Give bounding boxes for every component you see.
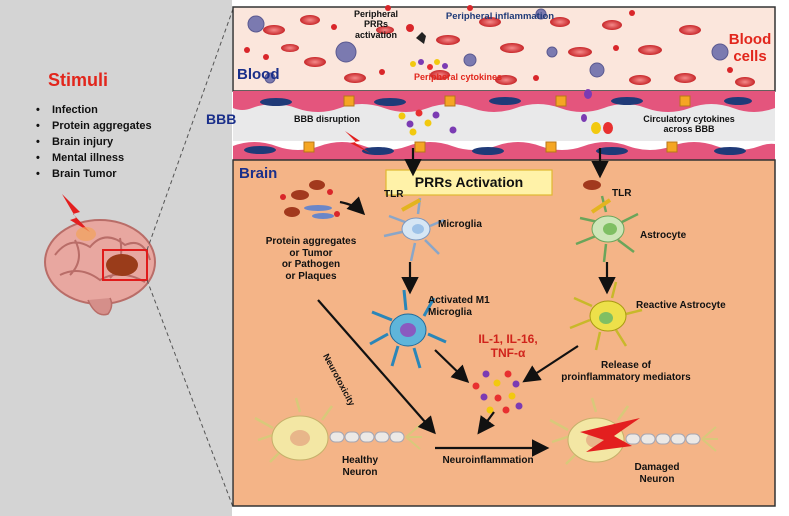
- blood-label: Blood: [237, 66, 280, 83]
- reactive-astrocyte-cell: [569, 281, 643, 351]
- peripheral-inflammation-label: Peripheral inflammation: [445, 11, 555, 22]
- endothelium-top: [233, 91, 775, 112]
- damaged-neuron-label: Damaged Neuron: [634, 462, 680, 485]
- blood-cells: [263, 15, 755, 87]
- peripheral-cytokines-label: Peripheral cytokines: [413, 72, 503, 82]
- bbb-disruption-label: BBB disruption: [294, 114, 360, 124]
- blood-cells-label: Blood cells: [728, 31, 772, 66]
- stimuli-item: Infection: [36, 104, 152, 120]
- bbb-disruption-icon: [345, 131, 370, 153]
- damaged-neuron: [549, 397, 718, 465]
- stimuli-title: Stimuli: [48, 70, 109, 90]
- tlr-left-label: TLR: [384, 189, 404, 200]
- neuroinflammation-label: Neuroinflammation: [442, 455, 534, 466]
- bbb-label: BBB: [206, 111, 237, 127]
- tight-junctions: [303, 95, 691, 153]
- astrocyte-cell: [575, 180, 639, 263]
- lightning-icon: [62, 194, 90, 232]
- stimuli-sources-label: Protein aggregates or Tumor or Pathogen …: [265, 236, 357, 282]
- healthy-neuron: [254, 397, 422, 463]
- brain-label: Brain: [239, 165, 278, 182]
- stimuli-item: Mental illness: [36, 152, 152, 168]
- astrocyte-label: Astrocyte: [640, 230, 687, 241]
- activated-microglia-cell: [369, 289, 447, 369]
- damage-lightning-icon: [580, 418, 640, 452]
- activated-m1-label: Activated M1 Microglia: [428, 295, 490, 318]
- stimuli-list: Infection Protein aggregates Brain injur…: [36, 104, 152, 184]
- stimuli-item: Brain injury: [36, 136, 152, 152]
- cytokine-list-label: IL-1, IL-16, TNF-α: [478, 332, 538, 360]
- stimuli-item: Protein aggregates: [36, 120, 152, 136]
- mediator-dots: [472, 370, 523, 414]
- bbb-cytokines: [398, 89, 613, 136]
- circulatory-cytokines-label: Circulatory cytokines across BBB: [643, 114, 735, 135]
- stimuli-sources: [280, 180, 340, 219]
- immune-cells: [247, 8, 729, 84]
- flow-arrows: [317, 148, 616, 457]
- reactive-astrocyte-label: Reactive Astrocyte: [636, 300, 726, 311]
- stimuli-item: Brain Tumor: [36, 168, 152, 184]
- brain-illustration: [44, 194, 156, 316]
- endothelium-bottom: [233, 142, 775, 160]
- release-mediators-label: Release of proinflammatory mediators: [561, 360, 691, 383]
- healthy-neuron-label: Healthy Neuron: [341, 455, 379, 478]
- microglia-cell: [383, 197, 445, 262]
- microglia-label: Microglia: [438, 219, 482, 230]
- tlr-right-label: TLR: [612, 188, 632, 199]
- cytokine-stars: [244, 5, 733, 81]
- pathogen-icon: [416, 32, 426, 44]
- peripheral-cytokines: [410, 59, 448, 70]
- peripheral-prrs-label: Peripheral PRRs activation: [353, 9, 399, 40]
- prrs-activation-title: PRRs Activation: [414, 174, 524, 190]
